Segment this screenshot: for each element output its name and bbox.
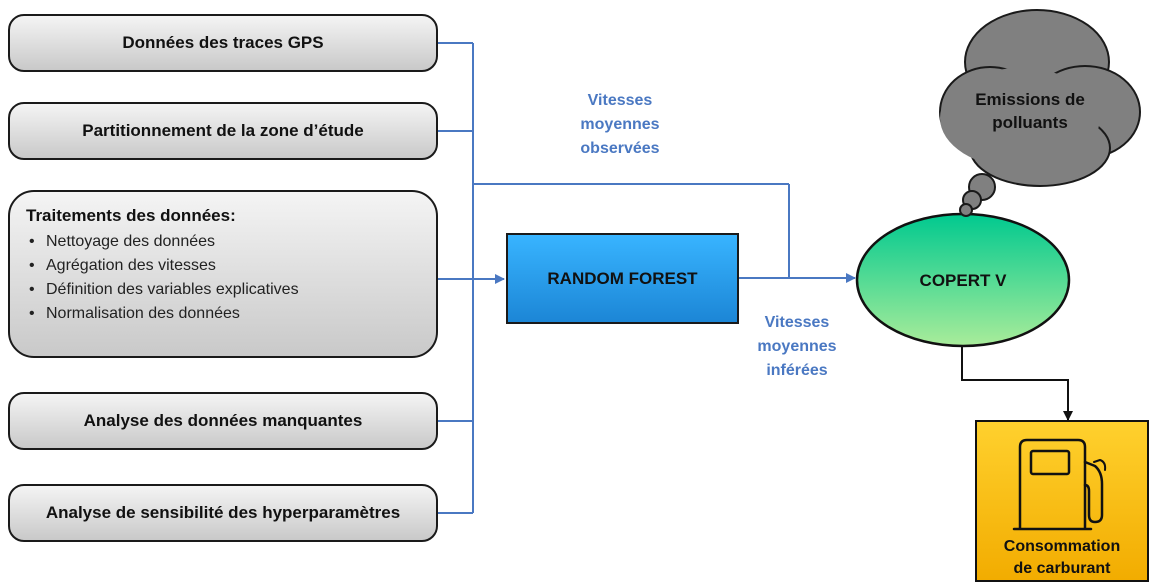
observed-speeds-label: Vitesses moyennes observées bbox=[580, 92, 660, 157]
list-item: Normalisation des données bbox=[26, 302, 420, 326]
fuel-pump-icon bbox=[1012, 438, 1107, 531]
list-item: Agrégation des vitesses bbox=[26, 254, 420, 278]
random-forest-label: RANDOM FOREST bbox=[547, 268, 698, 288]
data-treatment-title: Traitements des données: bbox=[26, 206, 236, 225]
study-area-partition-box: Partitionnement de la zone d’étude bbox=[8, 102, 438, 160]
fuel-consumption-label: Consommation de carburant bbox=[1003, 538, 1121, 577]
list-item: Définition des variables explicatives bbox=[26, 278, 420, 302]
copert-label: COPERT V bbox=[919, 271, 1007, 290]
hyperparameter-sensitivity-label: Analyse de sensibilité des hyperparamètr… bbox=[45, 503, 401, 522]
inferred-speeds-label: Vitesses moyennes inférées bbox=[757, 314, 837, 379]
hyperparameter-sensitivity-box: Analyse de sensibilité des hyperparamètr… bbox=[8, 484, 438, 542]
emissions-cloud bbox=[939, 9, 1141, 217]
emissions-label: Emissions de polluants bbox=[975, 90, 1085, 132]
random-forest-node: RANDOM FOREST bbox=[506, 233, 739, 324]
data-treatment-list: Nettoyage des données Agrégation des vit… bbox=[26, 230, 420, 326]
study-area-partition-label: Partitionnement de la zone d’étude bbox=[82, 121, 364, 140]
list-item: Nettoyage des données bbox=[26, 230, 420, 254]
data-treatment-box: Traitements des données: Nettoyage des d… bbox=[8, 190, 438, 358]
gps-traces-box: Données des traces GPS bbox=[8, 14, 438, 72]
fuel-consumption-box bbox=[975, 420, 1149, 582]
gps-traces-label: Données des traces GPS bbox=[122, 33, 324, 52]
missing-data-box: Analyse des données manquantes bbox=[8, 392, 438, 450]
missing-data-label: Analyse des données manquantes bbox=[83, 411, 363, 430]
arrow-to-fuel bbox=[961, 346, 1073, 421]
